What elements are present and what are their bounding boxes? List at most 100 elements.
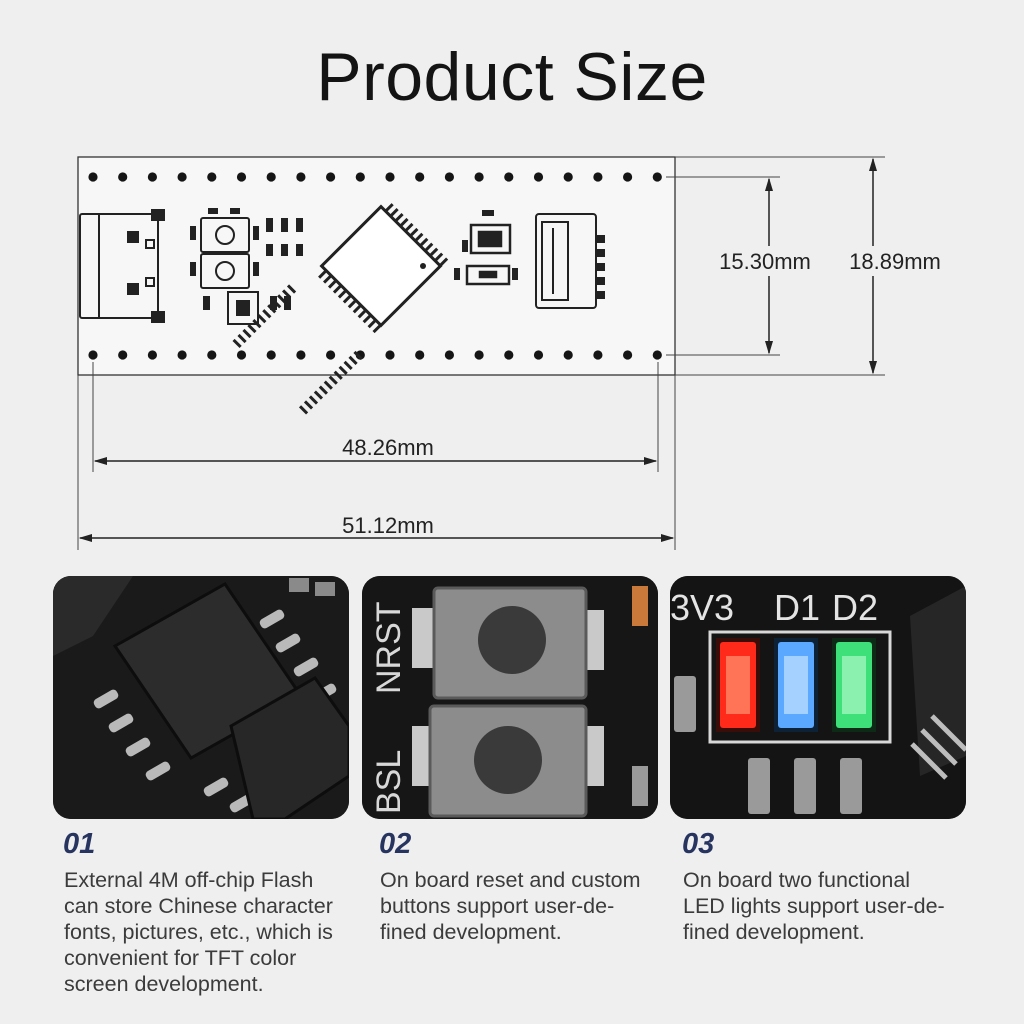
- pin-hole: [444, 350, 454, 360]
- outer-height-label: 18.89mm: [849, 249, 941, 274]
- chip-pin: [438, 257, 449, 267]
- chip-pin: [267, 304, 277, 314]
- power-led-label: 3V3: [670, 587, 734, 628]
- inner-width-label: 48.26mm: [342, 435, 434, 460]
- pin-hole: [177, 350, 187, 360]
- chip-pin: [409, 227, 419, 238]
- d1-led: [774, 638, 818, 732]
- chip-pin: [424, 242, 434, 252]
- chip-pin: [352, 304, 362, 314]
- pin-hole: [474, 172, 484, 182]
- chip-pin: [333, 370, 343, 380]
- buttons-photo: NRST BSL: [362, 576, 658, 819]
- feature-3-line: On board two functional: [683, 868, 911, 892]
- d2-led-label: D2: [832, 587, 878, 628]
- small-components: [190, 208, 518, 325]
- pin-hole: [326, 350, 336, 360]
- feature-1-line: convenient for TFT color: [64, 946, 297, 970]
- reset-button-outline: [200, 217, 250, 289]
- chip-pin: [347, 299, 357, 309]
- chip-pin: [257, 314, 267, 324]
- nrst-silkscreen-label: NRST: [370, 601, 408, 694]
- usb-c-connector: [79, 209, 165, 323]
- feature-1-line: screen development.: [64, 972, 264, 996]
- pin-hole: [326, 172, 336, 182]
- pin-hole: [88, 172, 98, 182]
- bsl-silkscreen-label: BSL: [370, 750, 408, 814]
- chip-pin: [394, 212, 404, 223]
- feature-3-line: fined development.: [683, 920, 865, 944]
- chip-pin: [338, 365, 348, 375]
- chip-pin: [232, 338, 242, 349]
- chip-pin: [282, 289, 292, 299]
- pin-row-top: [88, 172, 662, 182]
- chip-pin: [313, 390, 324, 400]
- chip-pin: [367, 319, 377, 329]
- pin-hole: [563, 350, 573, 360]
- feature-1-description: External 4M off-chip Flash can store Chi…: [64, 867, 354, 997]
- pin-hole: [444, 172, 454, 182]
- pin-hole: [623, 172, 633, 182]
- pin-hole: [266, 172, 276, 182]
- feature-3-description: On board two functional LED lights suppo…: [683, 867, 973, 945]
- chip-pin: [353, 350, 363, 361]
- feature-1-line: can store Chinese character: [64, 894, 333, 918]
- pin-hole: [474, 350, 484, 360]
- pin-hole: [118, 172, 128, 182]
- pin-hole: [207, 350, 217, 360]
- pin-hole: [266, 350, 276, 360]
- chip-pin: [414, 232, 424, 242]
- pin-hole: [236, 350, 247, 360]
- feature-2-line: fined development.: [380, 920, 562, 944]
- pin-hole: [415, 172, 425, 182]
- feature-1-line: External 4M off-chip Flash: [64, 868, 314, 892]
- chip-pin: [242, 328, 252, 339]
- feature-2-line: On board reset and custom: [380, 868, 641, 892]
- pin-hole: [296, 172, 306, 182]
- chip-pin: [342, 294, 353, 304]
- chip-pin: [404, 222, 414, 233]
- chip-pin: [434, 252, 444, 262]
- reset-button: [412, 586, 604, 700]
- chip-pin: [298, 405, 309, 415]
- chip-pin: [323, 380, 333, 390]
- pin-hole: [236, 172, 247, 182]
- fpc-connector-outline: [535, 213, 605, 309]
- chip-pin: [328, 375, 338, 385]
- pin-hole: [563, 172, 573, 182]
- pin-hole: [593, 350, 603, 360]
- pin-hole: [533, 350, 544, 360]
- feature-3-line: LED lights support user-de-: [683, 894, 945, 918]
- chip-pin: [272, 299, 282, 309]
- chip-pin: [327, 279, 338, 289]
- chip-pin: [323, 274, 333, 284]
- pin-hole: [652, 350, 662, 360]
- outer-width-label: 51.12mm: [342, 513, 434, 538]
- extension-lines: [77, 156, 885, 550]
- inner-height-label: 15.30mm: [719, 249, 811, 274]
- feature-1-line: fonts, pictures, etc., which is: [64, 920, 333, 944]
- chip-pin: [252, 319, 262, 329]
- chip-pin: [337, 289, 348, 299]
- chip-pin: [348, 355, 358, 365]
- pin-hole: [296, 350, 306, 360]
- chip-pin: [277, 294, 287, 304]
- leds-photo: 3V3 D1 D2: [670, 576, 966, 819]
- chip-pin: [318, 385, 328, 395]
- chip-pin: [362, 314, 372, 324]
- pin-hole: [88, 350, 98, 360]
- regulator-outline: [465, 223, 512, 286]
- pin-hole: [385, 172, 395, 182]
- feature-2-line: buttons support user-de-: [380, 894, 615, 918]
- chip-pin: [318, 269, 328, 279]
- chip-pin: [303, 400, 314, 410]
- pin-hole: [147, 172, 157, 182]
- pin-hole: [593, 172, 603, 182]
- feature-1-number: 01: [63, 828, 96, 860]
- chip-pin: [389, 208, 399, 218]
- chip-pin: [429, 247, 439, 257]
- pin-hole: [623, 350, 633, 360]
- feature-3-number: 03: [682, 828, 715, 860]
- boot-button: [412, 704, 604, 818]
- chip-pin: [308, 395, 319, 405]
